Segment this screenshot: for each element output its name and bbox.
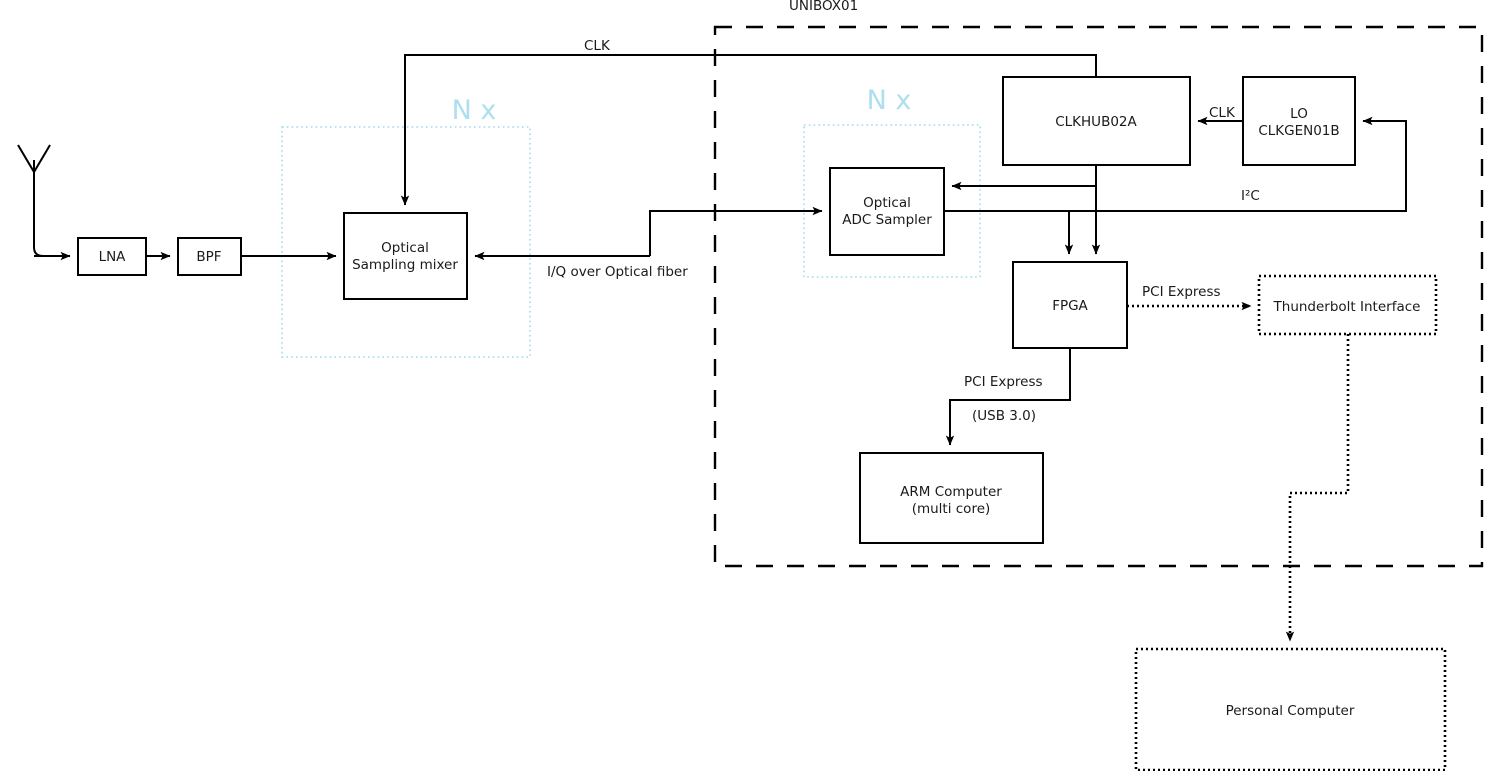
nx-container-right bbox=[803, 124, 981, 278]
block-bpf bbox=[177, 237, 242, 276]
block-arm-computer bbox=[859, 452, 1044, 544]
wire-clkhub-to-adc bbox=[951, 165, 1097, 191]
unibox01-enclosure bbox=[713, 25, 1484, 568]
block-lo-label-line2: CLKGEN01B bbox=[1258, 123, 1339, 139]
block-bpf-label: BPF bbox=[196, 249, 221, 265]
block-optical-adc-sampler bbox=[829, 167, 945, 256]
block-clkhub02a-label: CLKHUB02A bbox=[1055, 114, 1137, 130]
wire-mixer-to-adc bbox=[649, 206, 823, 256]
label-pci-express-thunderbolt: PCI Express bbox=[1142, 284, 1221, 300]
wire-i2c-bus bbox=[944, 116, 1407, 212]
wire-clk-to-mixer bbox=[400, 54, 1097, 206]
label-usb3: (USB 3.0) bbox=[972, 408, 1036, 424]
block-personal-computer-label: Personal Computer bbox=[1226, 703, 1355, 719]
nx-container-left bbox=[281, 126, 531, 358]
block-mixer-label-line2: Sampling mixer bbox=[352, 257, 458, 273]
block-lo-clkgen01b bbox=[1242, 76, 1356, 166]
label-iq-over-optical-fiber: I/Q over Optical fiber bbox=[547, 264, 688, 280]
label-pci-express-arm: PCI Express bbox=[964, 374, 1043, 390]
block-fpga-label: FPGA bbox=[1052, 298, 1088, 314]
block-lo-label-line1: LO bbox=[1290, 106, 1308, 122]
block-thunderbolt-interface bbox=[1257, 274, 1438, 336]
wire-fpga-to-arm bbox=[945, 348, 1071, 446]
wire-thunderbolt-to-pc bbox=[1285, 334, 1350, 642]
block-lna-label: LNA bbox=[99, 249, 127, 265]
antenna-icon bbox=[17, 144, 68, 257]
block-adc-label-line1: Optical bbox=[863, 195, 911, 211]
block-thunderbolt-label: Thunderbolt Interface bbox=[1273, 299, 1421, 315]
label-clk-top: CLK bbox=[584, 38, 611, 54]
unibox01-label: UNIBOX01 bbox=[789, 0, 858, 14]
label-i2c: I²C bbox=[1241, 188, 1260, 204]
block-optical-sampling-mixer bbox=[343, 212, 468, 300]
block-mixer-label-line1: Optical bbox=[381, 240, 429, 256]
block-arm-label-line1: ARM Computer bbox=[900, 484, 1002, 500]
block-adc-label-line2: ADC Sampler bbox=[842, 212, 932, 228]
nx-label-left: N x bbox=[452, 95, 497, 126]
nx-label-right: N x bbox=[867, 85, 912, 116]
label-clk-lo: CLK bbox=[1209, 105, 1236, 121]
block-personal-computer bbox=[1134, 647, 1447, 771]
block-arm-label-line2: (multi core) bbox=[912, 501, 991, 517]
